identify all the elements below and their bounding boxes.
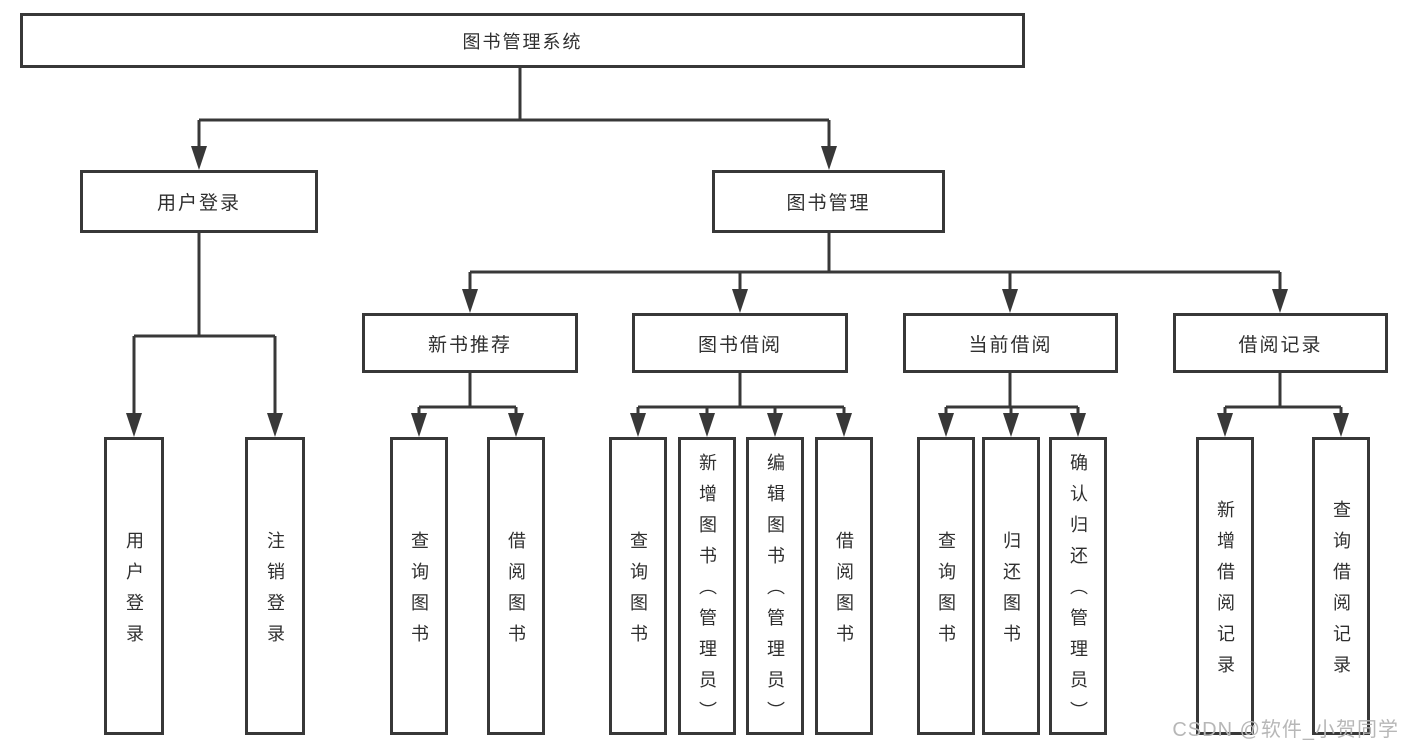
node-current-borrow: 当前借阅 — [903, 313, 1118, 373]
node-user-login-label: 用户登录 — [156, 193, 241, 214]
node-user-login: 用户登录 — [80, 170, 318, 233]
node-book-management-label: 图书管理 — [786, 193, 871, 214]
leaf-return-books: 归还图书 — [982, 437, 1040, 735]
arrow-down-icon — [938, 413, 954, 437]
arrow-down-icon — [462, 289, 478, 313]
leaf-add-books-admin: 新增图书（管理员） — [678, 437, 736, 735]
leaf-borrow-books-1-label: 借阅图书 — [506, 530, 526, 655]
leaf-query-books-1-label: 查询图书 — [409, 530, 429, 655]
node-book-borrow: 图书借阅 — [632, 313, 848, 373]
leaf-query-borrow-record: 查询借阅记录 — [1312, 437, 1370, 735]
node-book-management: 图书管理 — [712, 170, 945, 233]
leaf-logout-login: 注销登录 — [245, 437, 305, 735]
arrow-down-icon — [1002, 289, 1018, 313]
node-borrow-records-label: 借阅记录 — [1238, 334, 1323, 356]
leaf-query-books-1: 查询图书 — [390, 437, 448, 735]
leaf-user-login: 用户登录 — [104, 437, 164, 735]
leaf-add-borrow-record: 新增借阅记录 — [1196, 437, 1254, 735]
leaf-borrow-books-2: 借阅图书 — [815, 437, 873, 735]
arrow-down-icon — [191, 146, 207, 170]
node-new-book-recommend: 新书推荐 — [362, 313, 578, 373]
arrow-down-icon — [767, 413, 783, 437]
arrow-down-icon — [732, 289, 748, 313]
leaf-confirm-return-admin-label: 确认归还（管理员） — [1068, 453, 1088, 732]
node-borrow-records: 借阅记录 — [1173, 313, 1388, 373]
arrow-down-icon — [1272, 289, 1288, 313]
arrow-down-icon — [267, 413, 283, 437]
arrow-down-icon — [836, 413, 852, 437]
arrow-down-icon — [508, 413, 524, 437]
leaf-add-borrow-record-label: 新增借阅记录 — [1215, 499, 1235, 686]
arrow-down-icon — [630, 413, 646, 437]
leaf-edit-books-admin-label: 编辑图书（管理员） — [765, 453, 785, 732]
arrow-down-icon — [1333, 413, 1349, 437]
arrow-down-icon — [411, 413, 427, 437]
leaf-user-login-label: 用户登录 — [124, 530, 144, 655]
node-root-label: 图书管理系统 — [462, 31, 583, 52]
arrow-down-icon — [1217, 413, 1233, 437]
leaf-query-borrow-record-label: 查询借阅记录 — [1331, 499, 1351, 686]
csdn-watermark: CSDN @软件_小贺同学 — [1172, 719, 1399, 741]
leaf-return-books-label: 归还图书 — [1001, 530, 1021, 655]
arrow-down-icon — [699, 413, 715, 437]
leaf-confirm-return-admin: 确认归还（管理员） — [1049, 437, 1107, 735]
node-book-borrow-label: 图书借阅 — [697, 334, 782, 356]
leaf-edit-books-admin: 编辑图书（管理员） — [746, 437, 804, 735]
arrow-down-icon — [821, 146, 837, 170]
arrow-down-icon — [126, 413, 142, 437]
leaf-borrow-books-1: 借阅图书 — [487, 437, 545, 735]
leaf-query-books-3-label: 查询图书 — [936, 530, 956, 655]
arrow-down-icon — [1003, 413, 1019, 437]
node-new-book-recommend-label: 新书推荐 — [427, 334, 512, 356]
node-root: 图书管理系统 — [20, 13, 1025, 68]
leaf-query-books-3: 查询图书 — [917, 437, 975, 735]
node-current-borrow-label: 当前借阅 — [968, 334, 1053, 356]
leaf-query-books-2-label: 查询图书 — [628, 530, 648, 655]
arrow-down-icon — [1070, 413, 1086, 437]
leaf-logout-login-label: 注销登录 — [265, 530, 285, 655]
leaf-borrow-books-2-label: 借阅图书 — [834, 530, 854, 655]
leaf-query-books-2: 查询图书 — [609, 437, 667, 735]
leaf-add-books-admin-label: 新增图书（管理员） — [697, 453, 717, 732]
